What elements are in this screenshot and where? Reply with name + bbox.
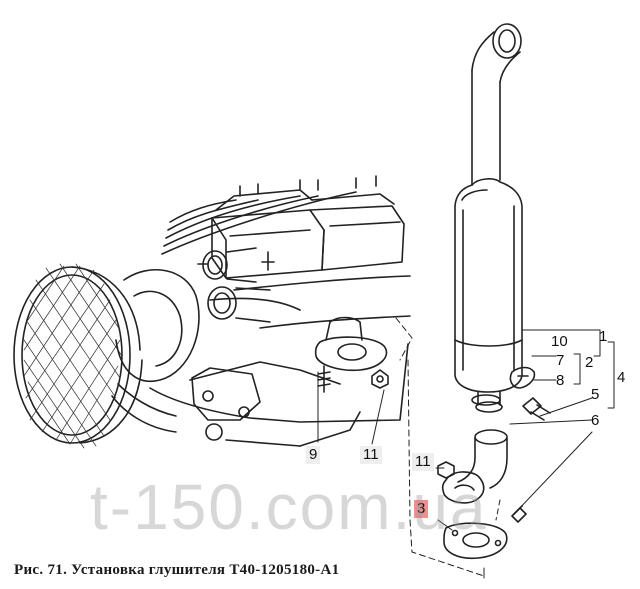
- callout-9: 9: [306, 446, 321, 464]
- callout-3-highlighted: 3: [414, 500, 429, 518]
- clamp-bolt-drawing: [522, 397, 551, 421]
- muffler-body-drawing: [454, 178, 523, 413]
- callout-4: 4: [617, 369, 626, 386]
- callout-7: 7: [556, 352, 565, 369]
- leader-lines: [317, 317, 615, 579]
- elbow-pipe-drawing: [441, 429, 508, 504]
- callout-5: 5: [591, 386, 600, 403]
- callout-10: 10: [551, 333, 568, 350]
- air-cleaner-drawing: [13, 266, 143, 444]
- callout-1: 1: [599, 328, 608, 345]
- figure-caption: Рис. 71. Установка глушителя Т40-1205180…: [14, 562, 340, 578]
- exhaust-pipe-drawing: [471, 23, 522, 186]
- gasket-drawing: [443, 522, 508, 560]
- callout-8: 8: [556, 372, 565, 389]
- air-cleaner-mesh: [23, 263, 123, 449]
- watermark-text: t-150.com.ua: [90, 471, 488, 543]
- callout-6: 6: [591, 412, 600, 429]
- callout-11-elbow: 11: [412, 453, 434, 471]
- callout-11-engine: 11: [360, 446, 382, 464]
- engine-block-drawing: [111, 175, 411, 447]
- callout-2: 2: [585, 354, 594, 371]
- clamp-drawing: [471, 366, 536, 406]
- nut-drawing: [437, 461, 455, 479]
